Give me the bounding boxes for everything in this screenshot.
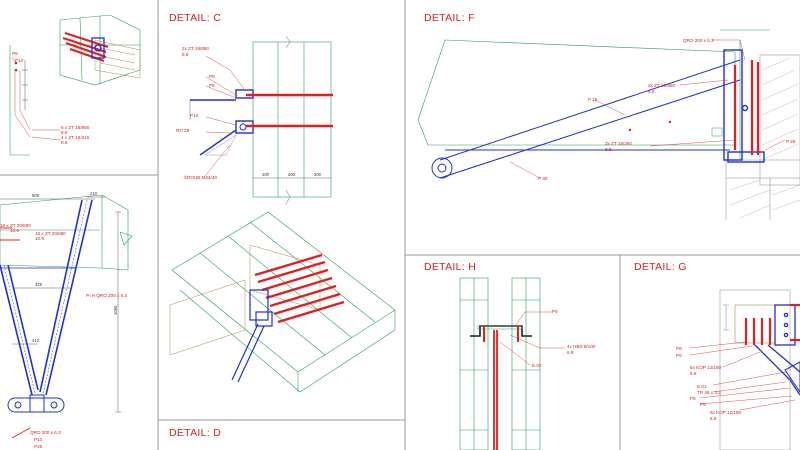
label-p10-base: P10 [34,437,43,442]
detail-c-drawing: 2x ZT 16/850 8.8 P8 P8 P10 RO 29 ŠROUB M… [169,35,396,393]
f-label-zt-16: 3x ZT 16/260 [605,141,632,146]
detail-g-title: DETAIL: G [634,261,687,273]
dim-210: 210 [90,191,98,196]
detail-d-title: DETAIL: D [169,427,222,439]
detail-top-left: P8 P10 6 x ZT 16/850 8.8 4 x ZT 16/215 8… [9,14,141,156]
c-dim-3: 200 [314,172,322,177]
g-label-p8: P8 [676,346,682,351]
detail-f-title: DETAIL: F [424,12,475,24]
label-zt-4x16-grade: 8.8 [61,140,68,145]
g-label-p5c: P5 [700,402,706,407]
label-p8: P8 [12,51,18,56]
c-label-ro: RO 29 [176,128,190,133]
c-label-sroub: ŠROUB M24/40 [184,174,217,180]
detail-mid-left: 508 210 329 1085 312 16 x ZT 20/860 [0,191,133,449]
f-label-zt-20: 2x ZT 20/850 [648,83,675,88]
g-label-p5: P5 [676,353,682,358]
label-zt-6x16: 6 x ZT 16/850 [61,125,90,130]
h-label-p8: P8 [552,309,558,314]
detail-h-title: DETAIL: H [424,261,477,273]
label-zt-16x20-a: 16 x ZT 20/860 [0,223,31,228]
label-zt-16x20-b-grade: 10.9 [35,236,44,241]
c-dim-1: 200 [262,172,270,177]
label-p25-base: P25 [34,444,43,449]
c-label-zt-grade: 8.8 [182,52,189,57]
g-label-p5b: P5 [690,396,696,401]
c-dim-2: 200 [288,172,296,177]
label-zt-6x16-grade: 8.8 [61,130,68,135]
f-label-zt-20-grade: 8.8 [648,89,655,94]
f-label-zt-16-grade: 8.8 [605,147,612,152]
detail-f-drawing: QRO 200 x 6.3 2x ZT 20/850 8.8 3x ZT 16/… [417,29,800,220]
f-label-p25: P 25 [786,139,796,144]
f-label-p30: P 30 [538,176,548,181]
label-zt-16x20-b: 16 x ZT 20/860 [35,231,66,236]
g-label-e01: E.01 [697,384,707,389]
h-label-hbs-grade: 8.8 [567,350,574,355]
f-label-p15: P 15 [588,97,598,102]
dim-508: 508 [32,193,40,198]
c-label-p10: P10 [190,113,199,118]
g-label-kop-1-grade: 8.8 [690,371,697,376]
label-qro-base: QRO 200 x 6.3 [30,430,61,435]
label-p10: P10 [15,58,24,63]
g-label-kop-2: 6x KOP 12/180 [710,410,742,415]
c-label-zt: 2x ZT 16/850 [182,46,209,51]
detail-h-drawing: P8 4x HBS 8/100 8.8 E.02 [459,277,596,450]
c-label-p8a: P8 [209,74,215,79]
c-label-p8b: P8 [209,83,215,88]
g-label-kop-1: 6x KOP 12/180 [690,365,722,370]
h-label-hbs: 4x HBS 8/100 [567,344,596,349]
dim-329: 329 [35,282,43,287]
label-zt-16x20-a-grade: 10.9 [10,228,19,233]
detail-c-title: DETAIL: C [169,12,222,24]
g-label-kop-2-grade: 8.8 [710,416,717,421]
h-label-e02: E.02 [532,363,542,368]
label-zt-4x16: 4 x ZT 16/215 [61,135,90,140]
label-qro-leg: P=H QRO 200 x 6.3 [86,293,127,298]
dim-312: 312 [32,338,40,343]
dim-1085: 1085 [113,305,118,315]
f-label-qro: QRO 200 x 6.3 [683,38,714,43]
detail-g-drawing: P8 P5 6x KOP 12/180 8.8 E.01 TR 48 x 3.3… [676,289,800,450]
g-label-tr: TR 48 x 3.3 [697,390,721,395]
